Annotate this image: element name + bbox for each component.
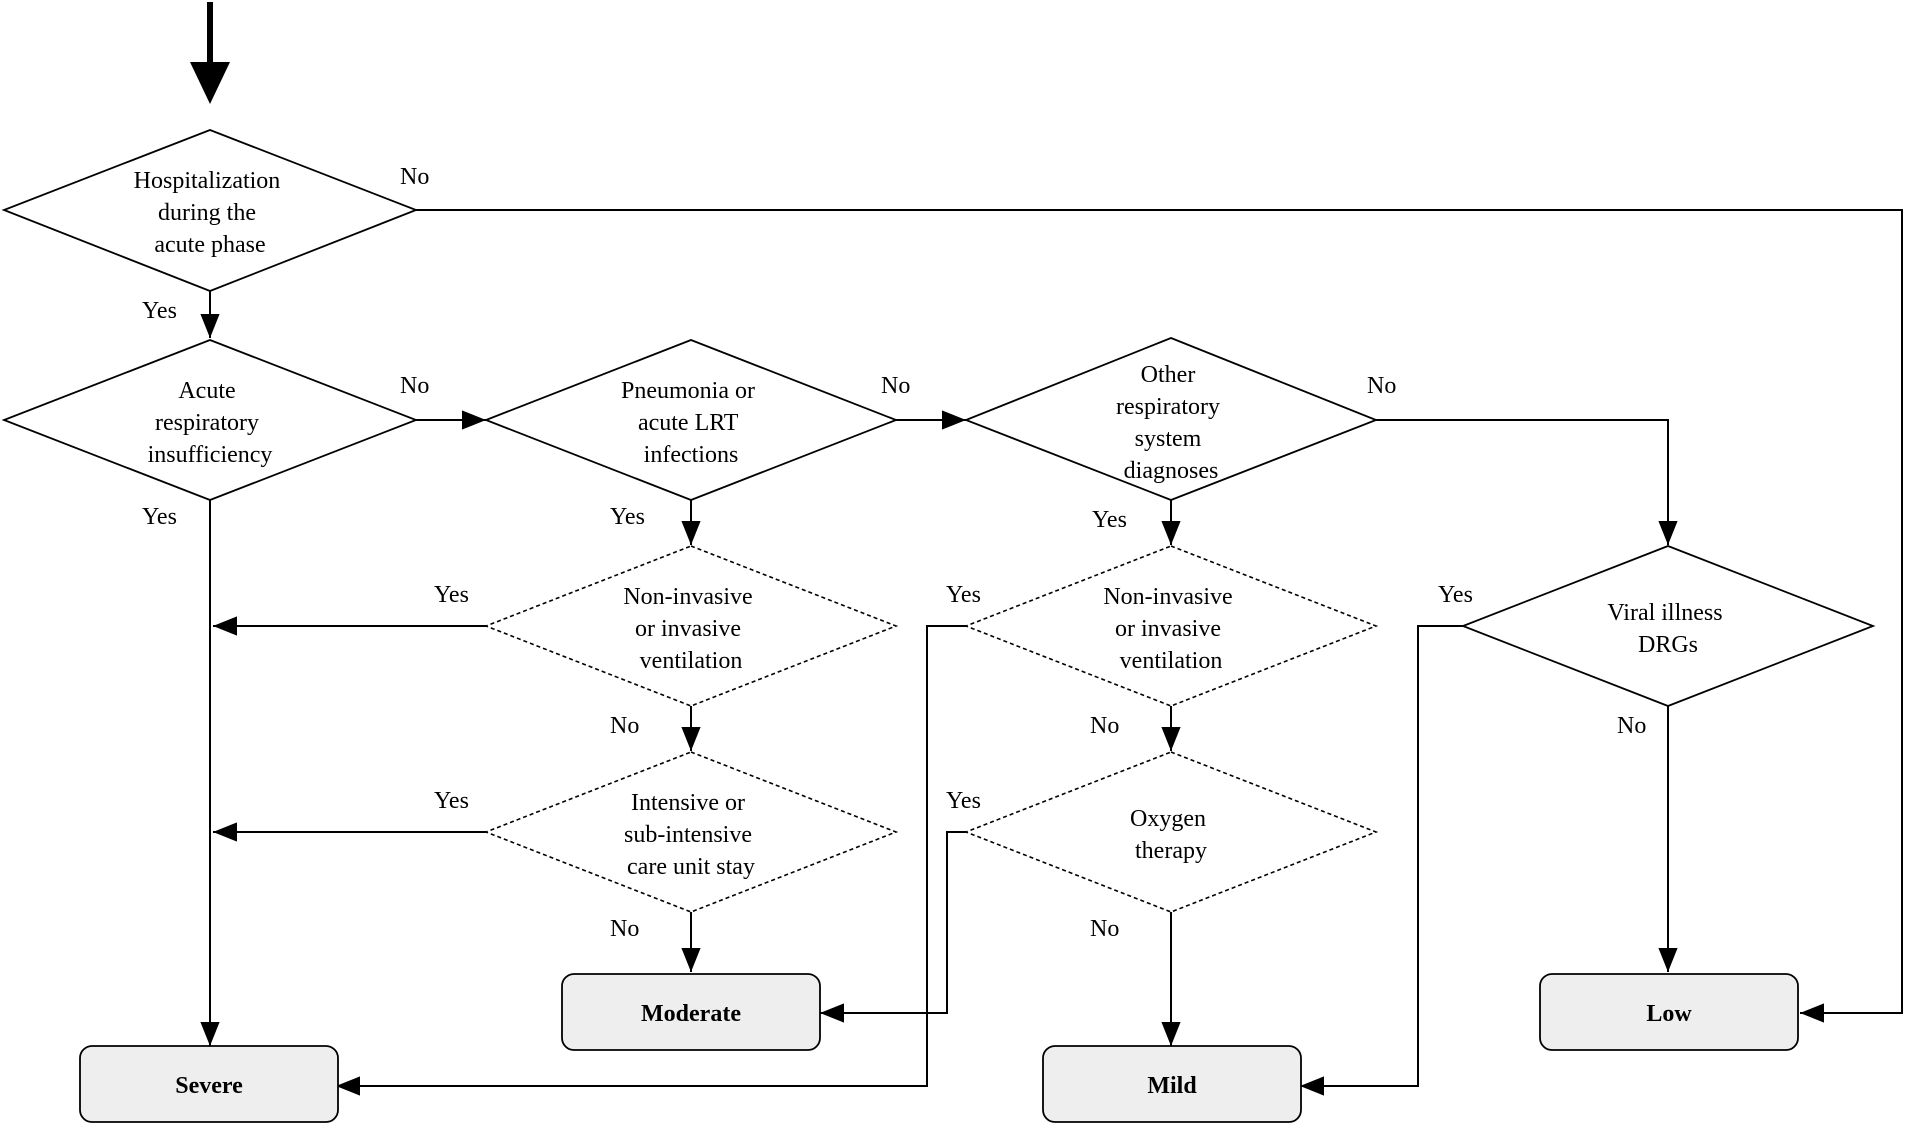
decision-oxygen-therapy: Oxygen therapy (963, 751, 1379, 913)
label-oxygen-yes: Yes (946, 788, 981, 814)
decision-viral-drg: Viral illness DRGs (1460, 545, 1876, 707)
edge-other-no (1376, 419, 1678, 545)
node-label: Non-invasive or invasive ventilation (1103, 584, 1238, 674)
node-label: Intensive or sub-intensive care unit sta… (624, 790, 758, 880)
edge-vent2-yes (336, 625, 966, 1096)
decision-other-respiratory: Other respiratory system diagnoses (963, 337, 1379, 501)
node-label: Pneumonia or acute LRT infections (621, 378, 761, 468)
outcome-severe: Severe (79, 1045, 339, 1123)
node-label: Viral illness DRGs (1607, 600, 1728, 658)
label-icu-no: No (610, 916, 639, 942)
decision-ventilation-1: Non-invasive or invasive ventilation (483, 545, 899, 707)
edges (200, 209, 1903, 1096)
label-vent1-yes: Yes (434, 582, 469, 608)
label-viral-yes: Yes (1438, 582, 1473, 608)
label-viral-no: No (1617, 713, 1646, 739)
decision-ventilation-2: Non-invasive or invasive ventilation (963, 545, 1379, 707)
outcome-low: Low (1539, 973, 1799, 1051)
label-other-no: No (1367, 373, 1396, 399)
edge-labels: No Yes No Yes No Yes No Yes Yes No Yes N… (142, 164, 1646, 942)
label-acute-no: No (400, 373, 429, 399)
label-other-yes: Yes (1092, 507, 1127, 533)
node-label: Hospitalization during the acute phase (134, 168, 287, 258)
outcome-label: Moderate (641, 1001, 741, 1027)
node-label: Oxygen therapy (1130, 806, 1212, 864)
label-pneu-no: No (881, 373, 910, 399)
edge-hosp-no-low (416, 209, 1903, 1023)
label-oxygen-no: No (1090, 916, 1119, 942)
label-hosp-no: No (400, 164, 429, 190)
label-hosp-yes: Yes (142, 298, 177, 324)
node-label: Acute respiratory insufficiency (148, 378, 273, 468)
outcome-label: Mild (1147, 1073, 1197, 1099)
label-acute-yes: Yes (142, 504, 177, 530)
label-vent2-no: No (1090, 713, 1119, 739)
outcome-moderate: Moderate (561, 973, 821, 1051)
label-vent1-no: No (610, 713, 639, 739)
edge-viral-yes (1300, 625, 1463, 1096)
outcome-mild: Mild (1042, 1045, 1302, 1123)
node-label: Other respiratory system diagnoses (1116, 362, 1226, 484)
label-icu-yes: Yes (434, 788, 469, 814)
decision-intensive-care: Intensive or sub-intensive care unit sta… (483, 751, 899, 913)
node-label: Non-invasive or invasive ventilation (623, 584, 758, 674)
label-vent2-yes: Yes (946, 582, 981, 608)
label-pneu-yes: Yes (610, 504, 645, 530)
outcome-label: Severe (175, 1073, 243, 1099)
edge-oxygen-yes (820, 831, 966, 1023)
decision-pneumonia: Pneumonia or acute LRT infections (483, 339, 899, 501)
decision-hospitalization: Hospitalization during the acute phase (1, 129, 419, 292)
decision-acute-respiratory: Acute respiratory insufficiency (1, 339, 419, 501)
entry-arrow (190, 2, 230, 104)
outcome-label: Low (1646, 1001, 1692, 1027)
